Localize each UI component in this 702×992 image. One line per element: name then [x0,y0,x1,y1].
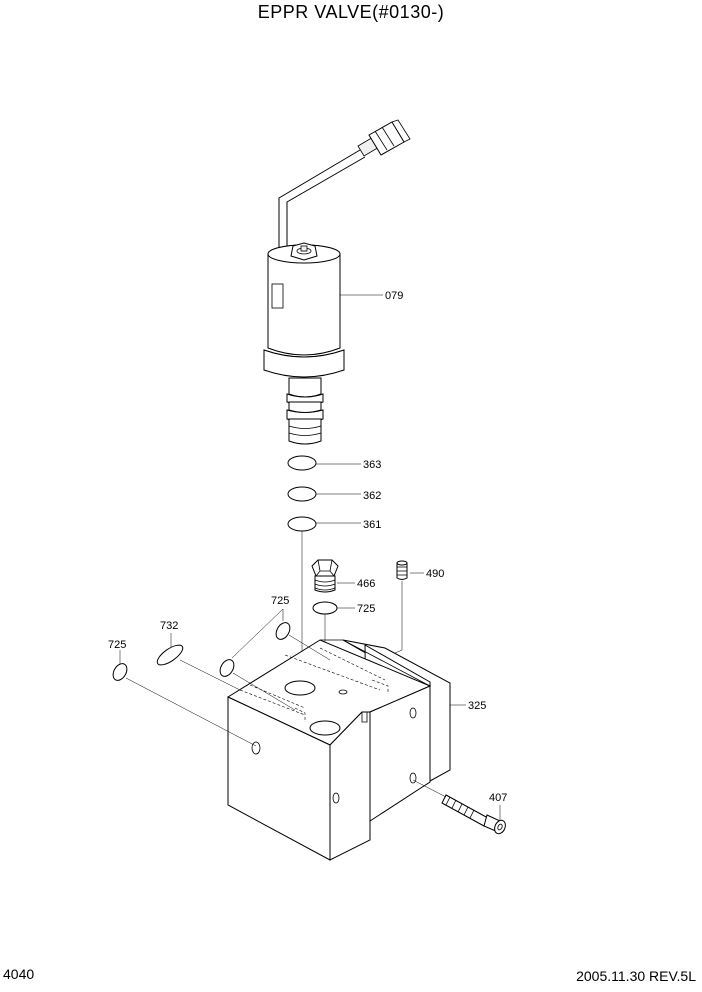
solenoid-assembly [263,242,345,445]
part-label-079: 079 [385,290,403,302]
part-label-361: 361 [363,519,381,531]
o-ring-725a [312,601,338,615]
o-ring-725c [219,659,235,677]
part-label-466: 466 [357,578,375,590]
bolt-407 [441,794,506,835]
part-label-725-plug: 725 [357,603,375,615]
part-label-362: 362 [363,490,381,502]
part-label-407: 407 [489,792,507,804]
part-label-725-top: 725 [271,595,289,607]
o-ring-362 [287,486,317,502]
revision-footer: 2005.11.30 REV.5L [576,968,696,984]
o-ring-361 [287,516,317,532]
o-ring-725b [275,622,291,640]
o-ring-732 [156,644,184,666]
o-ring-363 [287,455,317,471]
part-label-325: 325 [468,700,486,712]
part-label-363: 363 [363,459,381,471]
page-number: 4040 [3,966,35,982]
part-label-725-left: 725 [108,639,126,651]
set-screw-490 [396,560,408,580]
page-title: EPPR VALVE(#0130-) [257,2,445,22]
part-label-490: 490 [426,568,444,580]
plug-466 [311,559,339,593]
part-label-732: 732 [160,620,178,632]
electrical-connector [278,119,411,250]
o-ring-725d [112,663,128,681]
manifold-block [226,639,451,861]
